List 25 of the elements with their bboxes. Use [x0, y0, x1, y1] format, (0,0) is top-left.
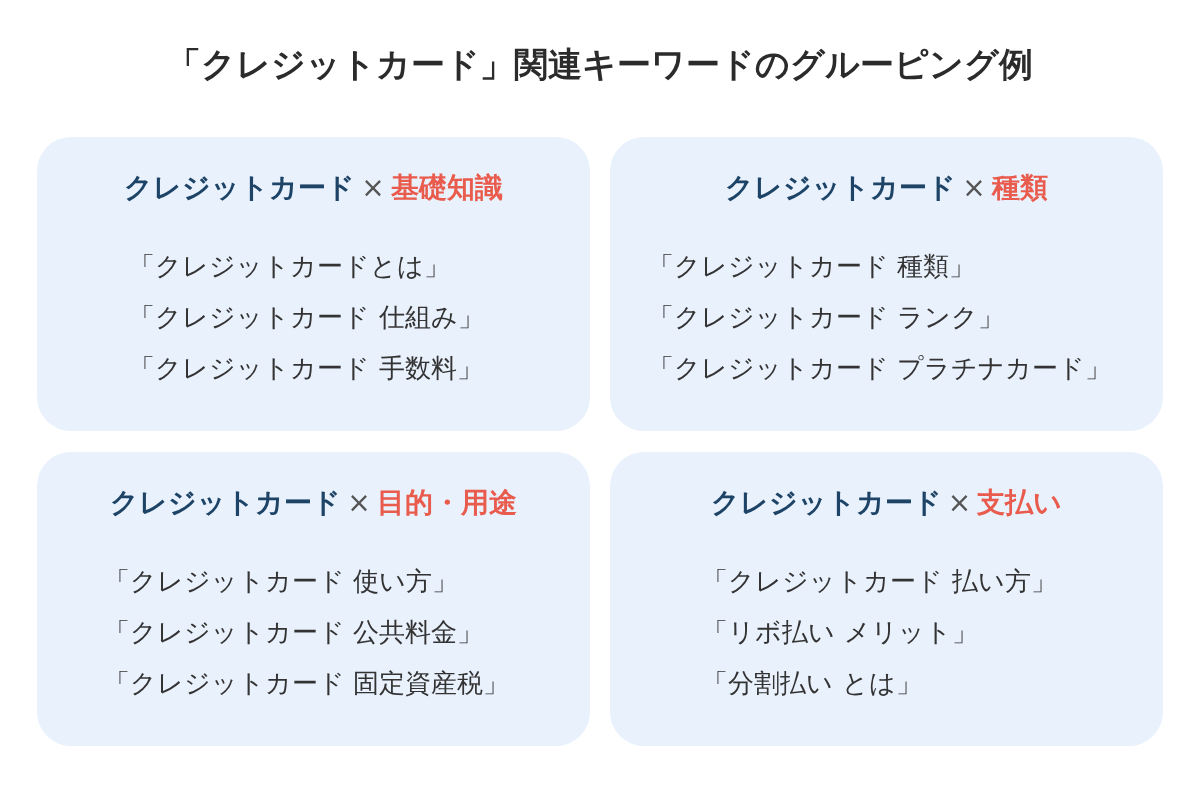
card-heading: クレジットカード: [110, 486, 342, 519]
keyword-text: 「クレジットカード 固定資産税」: [103, 667, 510, 700]
keyword-text: 「クレジットカード ランク」: [647, 301, 1005, 334]
keyword-text: 「分割払い とは」: [702, 667, 922, 700]
times-sign: ×: [962, 171, 986, 204]
topic-label: 基礎知識: [390, 171, 503, 204]
card-heading: クレジットカード: [710, 486, 942, 519]
keyword-text: 「クレジットカード 種類」: [647, 250, 976, 283]
times-sign: ×: [361, 171, 385, 204]
keyword-text: 「リボ払い メリット」: [702, 616, 978, 649]
keyword-text: 「クレジットカード 公共料金」: [103, 616, 484, 649]
keyword-text: 「クレジットカード 払い方」: [702, 565, 1057, 598]
times-sign: ×: [347, 486, 371, 519]
topic-label: 支払い: [977, 486, 1063, 519]
topic-label: 目的・用途: [376, 486, 517, 519]
keyword-text: 「クレジットカード 仕組み」: [129, 301, 484, 334]
times-sign: ×: [947, 486, 972, 519]
keyword-text: 「クレジットカード プラチナカード」: [647, 352, 1112, 385]
keyword-text: 「クレジットカード 使い方」: [103, 565, 459, 598]
keyword-text: 「クレジットカードとは」: [129, 250, 451, 283]
keyword-text: 「クレジットカード 手数料」: [129, 352, 483, 385]
card-heading: クレジットカード: [725, 171, 957, 204]
card-heading: クレジットカード: [124, 171, 356, 204]
page-title: 「クレジットカード」関連キーワードのグルーピング例: [167, 43, 1033, 86]
topic-label: 種類: [991, 171, 1048, 204]
